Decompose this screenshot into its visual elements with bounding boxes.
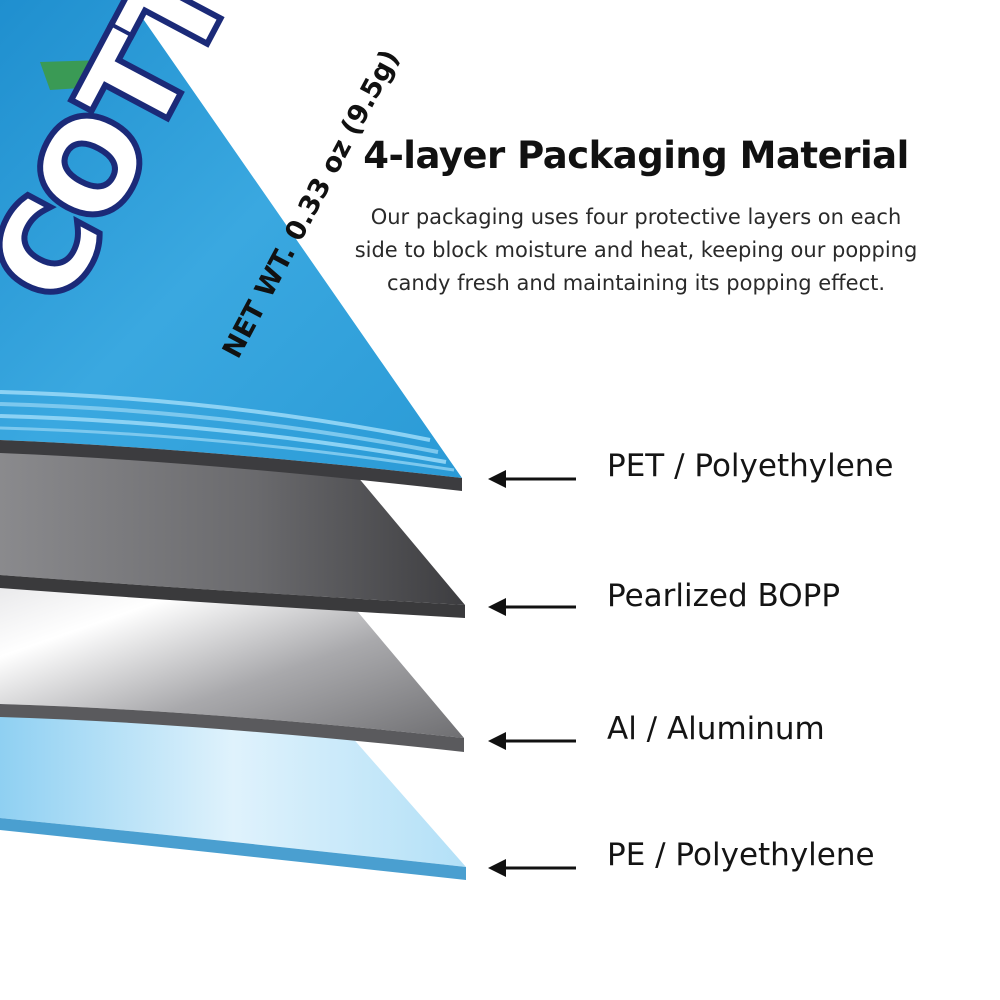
arrow-left-icon xyxy=(488,470,576,488)
arrow-left-icon xyxy=(488,732,576,750)
layer-pe-sheet xyxy=(0,713,466,880)
arrow-left-icon xyxy=(488,859,576,877)
layer-aluminum-sheet xyxy=(0,575,464,752)
layer-label-pet: PET / Polyethylene xyxy=(607,448,894,484)
description-line: candy fresh and maintaining its popping … xyxy=(386,271,886,295)
layer-label-bopp: Pearlized BOPP xyxy=(607,578,841,614)
description-line: side to block moisture and heat, keeping… xyxy=(354,238,918,262)
green-tab-shape xyxy=(40,60,112,90)
arrow-left-icon xyxy=(488,598,576,616)
description-paragraph: Our packaging uses four protective layer… xyxy=(330,201,942,300)
page-title: 4-layer Packaging Material xyxy=(363,134,909,177)
layer-label-pe: PE / Polyethylene xyxy=(607,837,875,873)
layer-label-aluminum: Al / Aluminum xyxy=(607,711,825,747)
description-line: Our packaging uses four protective layer… xyxy=(370,205,902,229)
layer-bopp-sheet xyxy=(0,450,465,618)
